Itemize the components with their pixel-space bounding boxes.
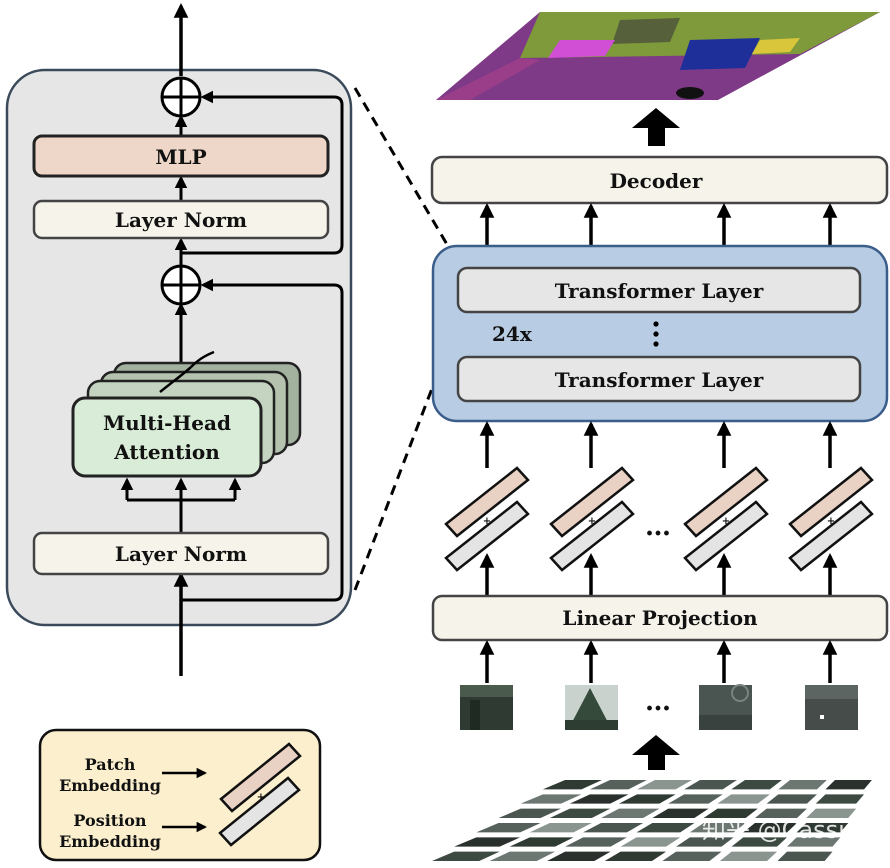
input-patch-tile (529, 823, 592, 833)
embedding-legend: Patch Embedding Position Embedding + (38, 728, 322, 862)
legend-position-embedding-bar (218, 776, 301, 847)
token-embedding-2: + (549, 466, 635, 572)
input-patch-tile (498, 808, 562, 818)
add-node-top (160, 76, 202, 118)
patch-ellipsis: … (645, 687, 671, 717)
input-patch-tile (589, 780, 647, 790)
legend-plus: + (257, 792, 265, 803)
input-patch-tile (743, 823, 797, 833)
input-patch-tile (796, 823, 849, 833)
input-patch-tile (754, 808, 807, 818)
transformer-layer-bottom-box (456, 355, 862, 403)
token-embedding-3: + (683, 466, 769, 572)
mha-input-curl (159, 350, 215, 393)
token-embedding-4: + (788, 466, 874, 572)
svg-text:+: + (827, 516, 835, 527)
image-patch-1 (460, 685, 513, 730)
mlp-label: MLP (155, 145, 206, 169)
input-patch-tile (806, 808, 857, 818)
input-patch-tile (620, 837, 681, 847)
input-patch-tile (766, 794, 817, 804)
input-patch-tile (476, 823, 541, 833)
input-patch-tile (684, 780, 737, 790)
zoom-line-top (353, 87, 467, 276)
input-patch-tile (489, 851, 556, 861)
linear-projection-label: Linear Projection (562, 606, 758, 630)
vertical-ellipsis (653, 321, 659, 347)
input-patch-tile (778, 780, 827, 790)
input-patch-tile (542, 780, 602, 790)
input-patch-tile (787, 837, 841, 847)
segmentation-output-map (436, 12, 880, 100)
svg-text:+: + (483, 516, 491, 527)
layer-norm-top-label: Layer Norm (115, 208, 247, 232)
input-patch-tile (637, 780, 692, 790)
input-patch-tile (604, 851, 667, 861)
layer-norm-bottom-label: Layer Norm (115, 542, 247, 566)
input-patch-tile (520, 794, 582, 804)
input-patch-tile (652, 808, 709, 818)
decoder-box (430, 155, 889, 205)
image-patch-2 (565, 685, 618, 730)
input-patch-tile (432, 851, 500, 861)
input-patch-tile (703, 808, 758, 818)
residual-connection-2 (181, 90, 344, 255)
token-ellipsis: … (645, 512, 671, 542)
svg-text:+: + (722, 516, 730, 527)
transformer-layer-top-label: Transformer Layer (555, 279, 764, 303)
repeat-count-label: 24x (492, 322, 533, 346)
output-big-arrow (632, 108, 680, 146)
input-patch-tile (731, 780, 782, 790)
input-patch-tile (509, 837, 574, 847)
input-patch-tile (583, 823, 644, 833)
encoder-block: MLP Layer Norm Multi-Head Attention Laye… (5, 3, 353, 676)
layer-norm-bottom-box (32, 531, 330, 576)
legend-patch-line1: Patch (85, 755, 136, 774)
input-patch-tile (569, 794, 629, 804)
input-patch-tile (565, 837, 627, 847)
mha-stack: Multi-Head Attention (71, 350, 302, 478)
token-embedding-1: + (444, 466, 530, 572)
image-patch-3 (699, 684, 752, 730)
mlp-box (32, 134, 330, 178)
input-patch-tile (668, 794, 723, 804)
layer-norm-top-box (32, 199, 330, 240)
decoder-label: Decoder (610, 169, 703, 193)
legend-position-line1: Position (73, 811, 147, 830)
mha-label-line1: Multi-Head (103, 411, 231, 435)
image-patch-4 (805, 685, 858, 730)
transformer-layer-bottom-label: Transformer Layer (555, 368, 764, 392)
mha-label-line2: Attention (113, 440, 220, 464)
add-node-bottom (160, 264, 202, 306)
watermark: 知乎 @Cassie (702, 816, 860, 844)
input-patch-tile (601, 808, 660, 818)
input-patch-tile (619, 794, 676, 804)
input-patch-tile (777, 851, 833, 861)
input-patch-tile (689, 823, 746, 833)
input-patch-tile (662, 851, 722, 861)
input-patch-grid (432, 780, 872, 861)
residual-connection-1 (181, 278, 344, 602)
input-patch-tile (636, 823, 695, 833)
input-patch-tile (815, 794, 865, 804)
svg-text:+: + (588, 516, 596, 527)
linear-projection-box (431, 594, 889, 642)
input-patch-tile (547, 851, 611, 861)
input-patch-tile (676, 837, 734, 847)
input-big-arrow (632, 735, 680, 770)
input-patch-tile (717, 794, 770, 804)
legend-patch-line2: Embedding (59, 776, 161, 795)
input-patch-tile (731, 837, 788, 847)
input-patch-tile (454, 837, 521, 847)
mha-box (71, 396, 263, 478)
input-patch-tile (825, 780, 872, 790)
input-patch-tile (719, 851, 778, 861)
legend-position-line2: Embedding (59, 832, 161, 851)
legend-patch-embedding-bar (219, 742, 302, 813)
transformer-layer-top-box (456, 266, 862, 314)
input-patch-tile (549, 808, 611, 818)
